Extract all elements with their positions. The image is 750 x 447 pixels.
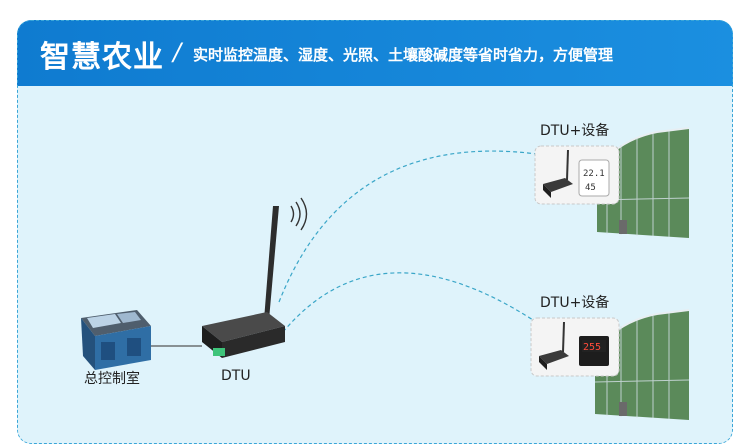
wireless-link-bottom [282,272,534,333]
device-panel-bottom: 255 [530,317,620,377]
control-room-label: 总控制室 [84,371,140,387]
thermo-reading-top: 22.1 [583,169,605,179]
title-separator: / [173,38,182,66]
greenhouse-bottom-label: DTU+设备 [540,295,610,311]
smart-agriculture-card: 22.1 45 255 智慧农业 / 实时监控温度、湿度、光照、土壤 [17,20,733,444]
card-border [17,20,733,444]
network-diagram: 22.1 45 255 [81,127,690,420]
page-subtitle: 实时监控温度、湿度、光照、土壤酸碱度等省时省力，方便管理 [193,46,614,64]
greenhouse-top [596,127,690,238]
dtu-label: DTU [221,368,251,384]
device-panel-top: 22.1 45 [534,145,620,205]
control-console-icon [81,310,151,370]
controller-reading: 255 [583,342,601,353]
dtu-device-icon [202,197,308,358]
page-title: 智慧农业 [40,40,164,75]
header-bar: 智慧农业 / 实时监控温度、湿度、光照、土壤酸碱度等省时省力，方便管理 [17,20,733,86]
thermo-reading-bottom: 45 [585,183,596,193]
greenhouse-top-label: DTU+设备 [540,123,610,139]
